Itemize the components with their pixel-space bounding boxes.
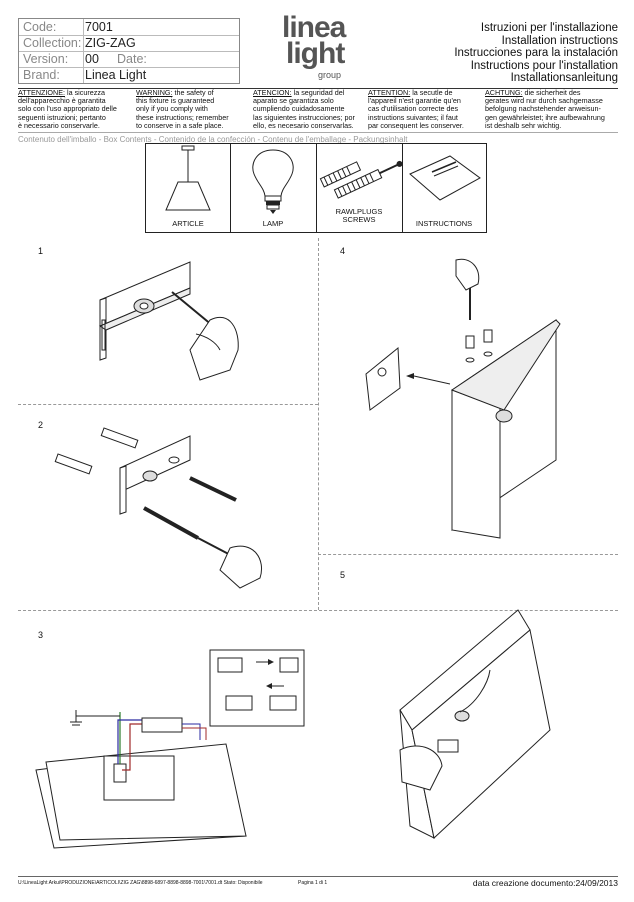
logo-text-line1: linea (282, 11, 346, 44)
step-3-illustration (35, 649, 305, 849)
contents-lamp-label: LAMP (262, 219, 284, 228)
linea-light-logo: linea light group (282, 13, 362, 84)
screws-icon (319, 160, 403, 199)
step-4-illustration (365, 258, 561, 539)
version-value: 00 (85, 52, 99, 66)
warning-es: ATENCION: la seguridad del aparato se ga… (253, 88, 355, 130)
contents-article: ARTICLE (146, 144, 231, 232)
step-5-number: 5 (340, 570, 346, 580)
document-info-table: Code: 7001 Collection: ZIG-ZAG Version: … (18, 18, 240, 84)
collection-value: ZIG-ZAG (85, 36, 136, 50)
footer-path: U:\LineaLight Arkui\PRODUZIONE\ARTICOLI\… (18, 880, 263, 886)
pendant-lamp-icon (165, 145, 211, 211)
logo-text-line3: group (318, 70, 342, 80)
step-2-number: 2 (38, 420, 44, 430)
rawlplug-icon (54, 427, 139, 475)
brand-value: Linea Light (85, 68, 147, 82)
contents-screws: RAWLPLUGS SCREWS (316, 144, 403, 232)
contents-screws-label: RAWLPLUGS SCREWS (335, 207, 383, 224)
contents-article-label: ARTICLE (172, 219, 204, 228)
step-5-illustration (399, 609, 551, 839)
title-fr: Instructions pour l'installation (470, 59, 618, 72)
step-4-number: 4 (340, 246, 346, 256)
bulb-icon (252, 149, 294, 214)
contents-instructions: INSTRUCTIONS (402, 144, 486, 232)
brand-row: Brand: Linea Light (19, 67, 239, 83)
code-row: Code: 7001 (19, 19, 239, 35)
brand-label: Brand: (23, 68, 60, 82)
connector-detail-inset (209, 649, 305, 727)
box-contents-table: ARTICLE LAMP RAWLPLUGS SCREWS (145, 143, 487, 233)
title-list: Istruzioni per l'installazione Installat… (454, 22, 618, 85)
warning-en: WARNING: the safety of this fixture is g… (136, 88, 229, 130)
logo-text-line2: light (286, 37, 345, 70)
footer-date: data creazione documento:24/09/2013 (472, 878, 618, 888)
collection-row: Collection: ZIG-ZAG (19, 35, 239, 51)
step-1-number: 1 (38, 246, 44, 256)
grid-divider-step1-2 (18, 404, 318, 405)
version-row: Version: 00 Date: (19, 51, 239, 67)
title-es: Instrucciones para la instalación (454, 47, 618, 59)
title-en: Installation instructions (501, 34, 618, 47)
grid-divider-step2-3 (18, 610, 618, 611)
contents-lamp: LAMP (230, 144, 317, 232)
grid-divider-vertical (318, 238, 319, 610)
warning-it: ATTENZIONE: la sicurezza dell'apparecchi… (18, 88, 117, 130)
code-label: Code: (23, 20, 57, 34)
contents-instructions-label: INSTRUCTIONS (415, 219, 473, 228)
version-label: Version: (23, 52, 69, 66)
footer-page: Pagina 1 di 1 (298, 880, 328, 886)
step-3-number: 3 (38, 630, 44, 640)
collection-label: Collection: (23, 36, 82, 50)
title-it: Istruzioni per l'installazione (480, 22, 618, 34)
step-2-illustration (54, 427, 262, 589)
leaflet-icon (409, 155, 481, 201)
warning-fr: ATTENTION: la secutle de l'appareil n'es… (368, 88, 464, 130)
step-1-illustration (98, 261, 239, 381)
warning-de: ACHTUNG: die sicherheit des gerates wird… (485, 88, 605, 130)
grid-divider-step4-5 (318, 554, 618, 555)
box-contents-heading: Contenuto dell'imballo - Box Contents - … (18, 132, 618, 144)
code-value: 7001 (85, 20, 113, 34)
title-de: Installationsanleitung (510, 72, 618, 84)
screw-icon (143, 476, 237, 540)
document-footer: U:\LineaLight Arkui\PRODUZIONE\ARTICOLI\… (18, 876, 618, 889)
warning-row: ATTENZIONE: la sicurezza dell'apparecchi… (18, 88, 618, 131)
date-label: Date: (117, 52, 147, 66)
